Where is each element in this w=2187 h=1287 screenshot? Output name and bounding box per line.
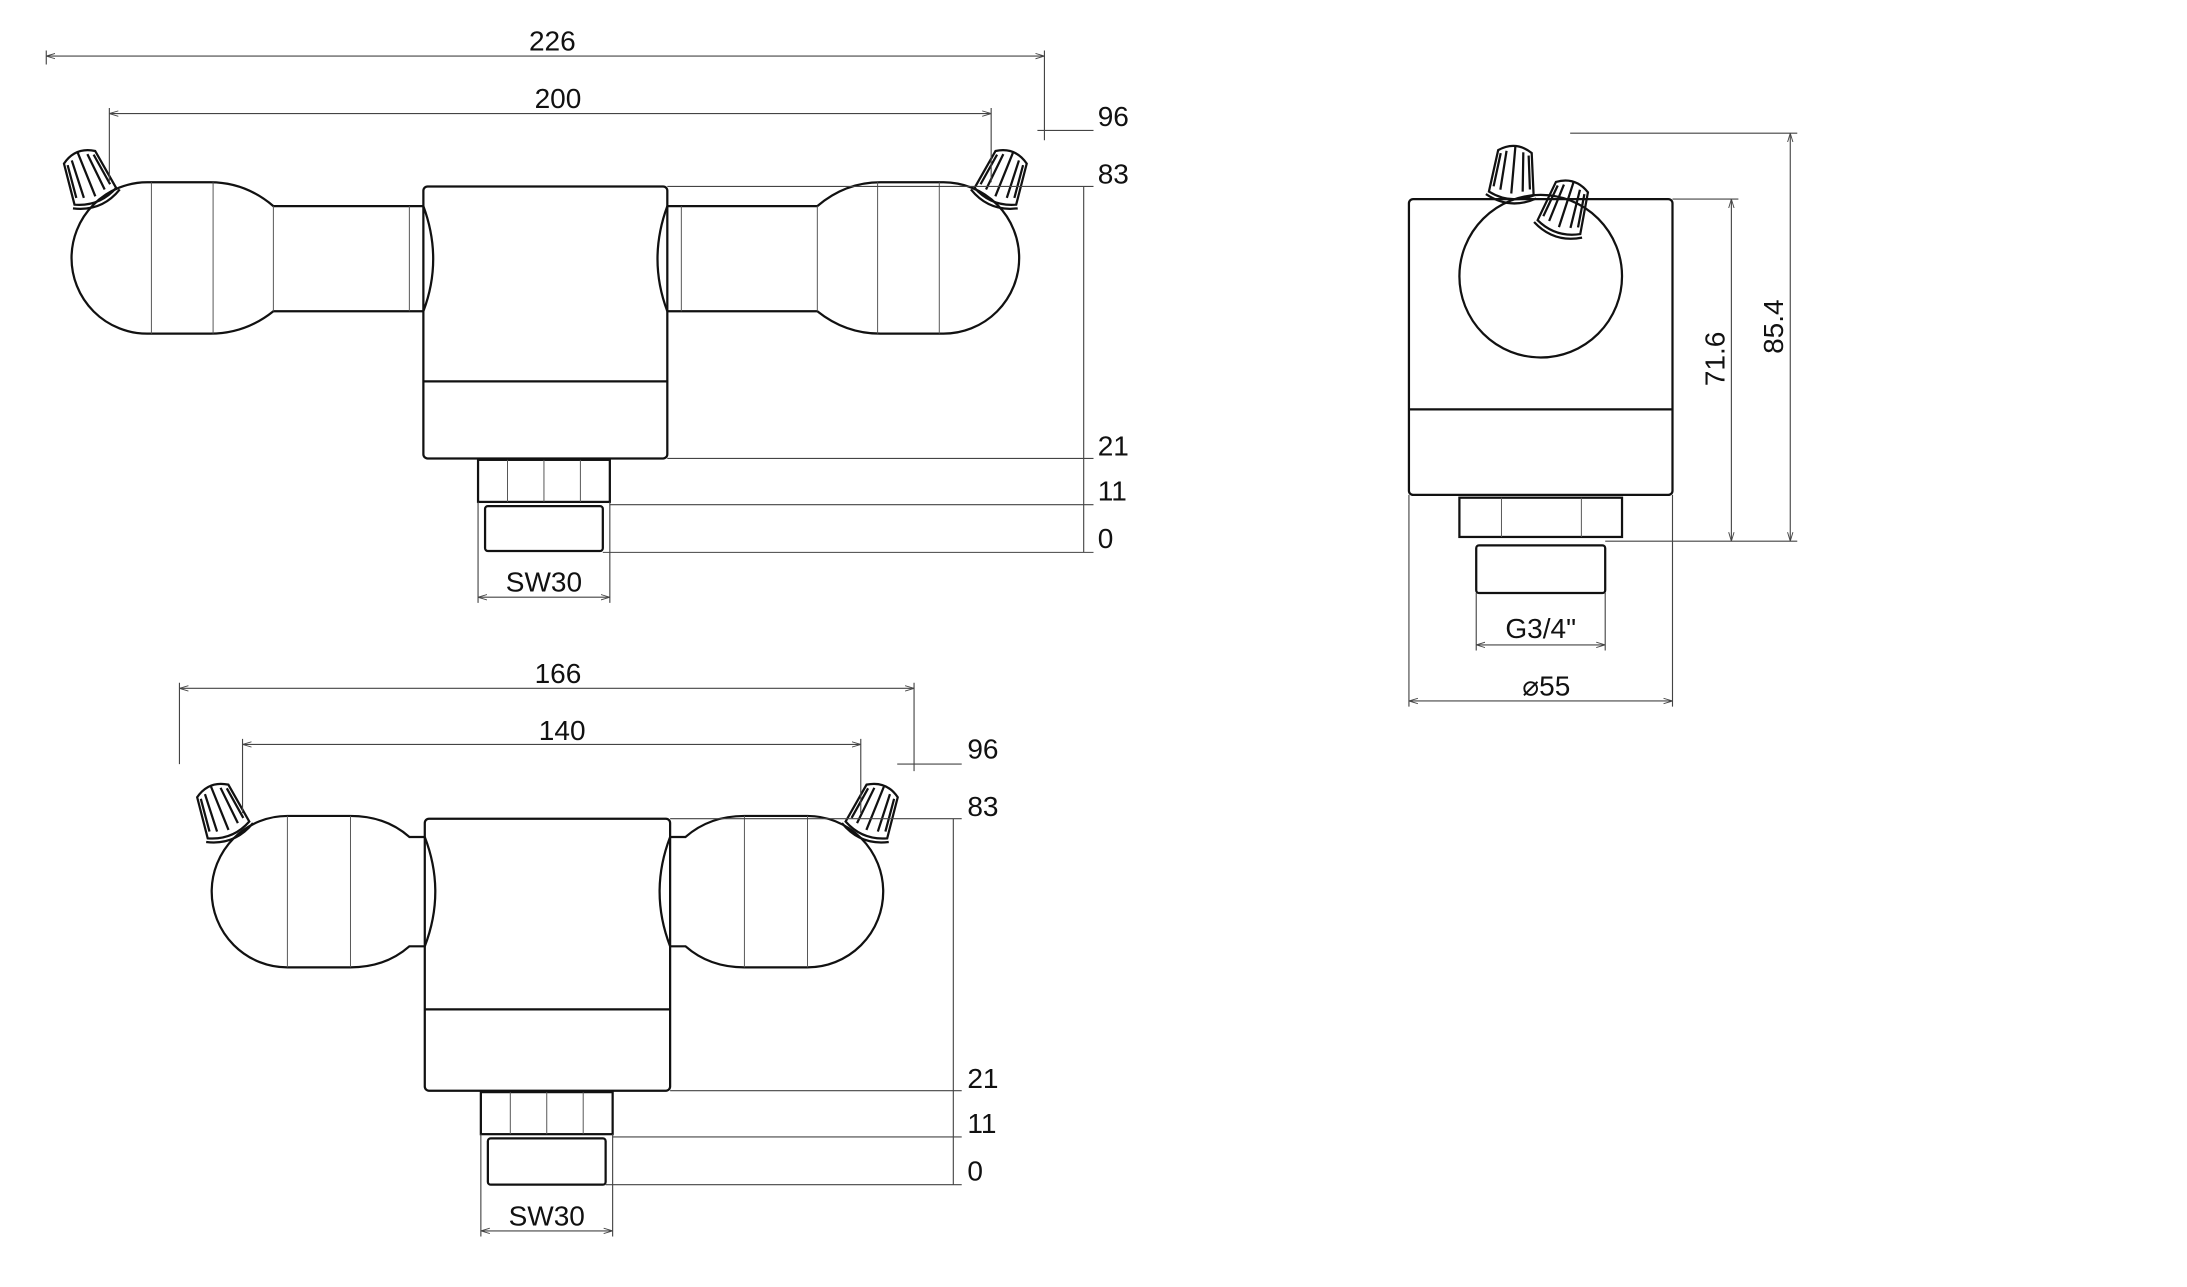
dim-diameter: ⌀55 <box>1522 670 1570 701</box>
side-view: G3/4" ⌀55 71.6 85.4 <box>1407 132 1798 707</box>
dim-height-11: 11 <box>967 1108 996 1139</box>
dim-height-96: 96 <box>967 733 998 764</box>
dim-height-0: 0 <box>1098 523 1114 554</box>
dim-height-21: 21 <box>967 1063 998 1094</box>
dim-handle-spacing: 140 <box>539 715 586 746</box>
dim-height-96: 96 <box>1098 101 1129 132</box>
dim-height-83: 83 <box>967 791 998 822</box>
dim-total-height: 85.4 <box>1758 299 1789 354</box>
dim-height-0: 0 <box>967 1155 983 1186</box>
dim-thread-size: G3/4" <box>1505 613 1576 644</box>
front-view-small: 166 140 96 83 21 11 0 SW30 <box>178 658 998 1237</box>
dim-overall-width: 166 <box>535 658 582 689</box>
dim-height-11: 11 <box>1098 476 1127 507</box>
dim-height-83: 83 <box>1098 159 1129 190</box>
dim-wrench-size: SW30 <box>509 1200 585 1231</box>
dim-wrench-size: SW30 <box>506 567 582 598</box>
dim-overall-width: 226 <box>529 25 576 56</box>
dim-body-height: 71.6 <box>1699 332 1730 387</box>
dim-height-21: 21 <box>1098 431 1129 462</box>
dim-handle-spacing: 200 <box>535 83 582 114</box>
front-view-large: 226 200 96 83 21 11 0 SW30 <box>45 25 1129 603</box>
